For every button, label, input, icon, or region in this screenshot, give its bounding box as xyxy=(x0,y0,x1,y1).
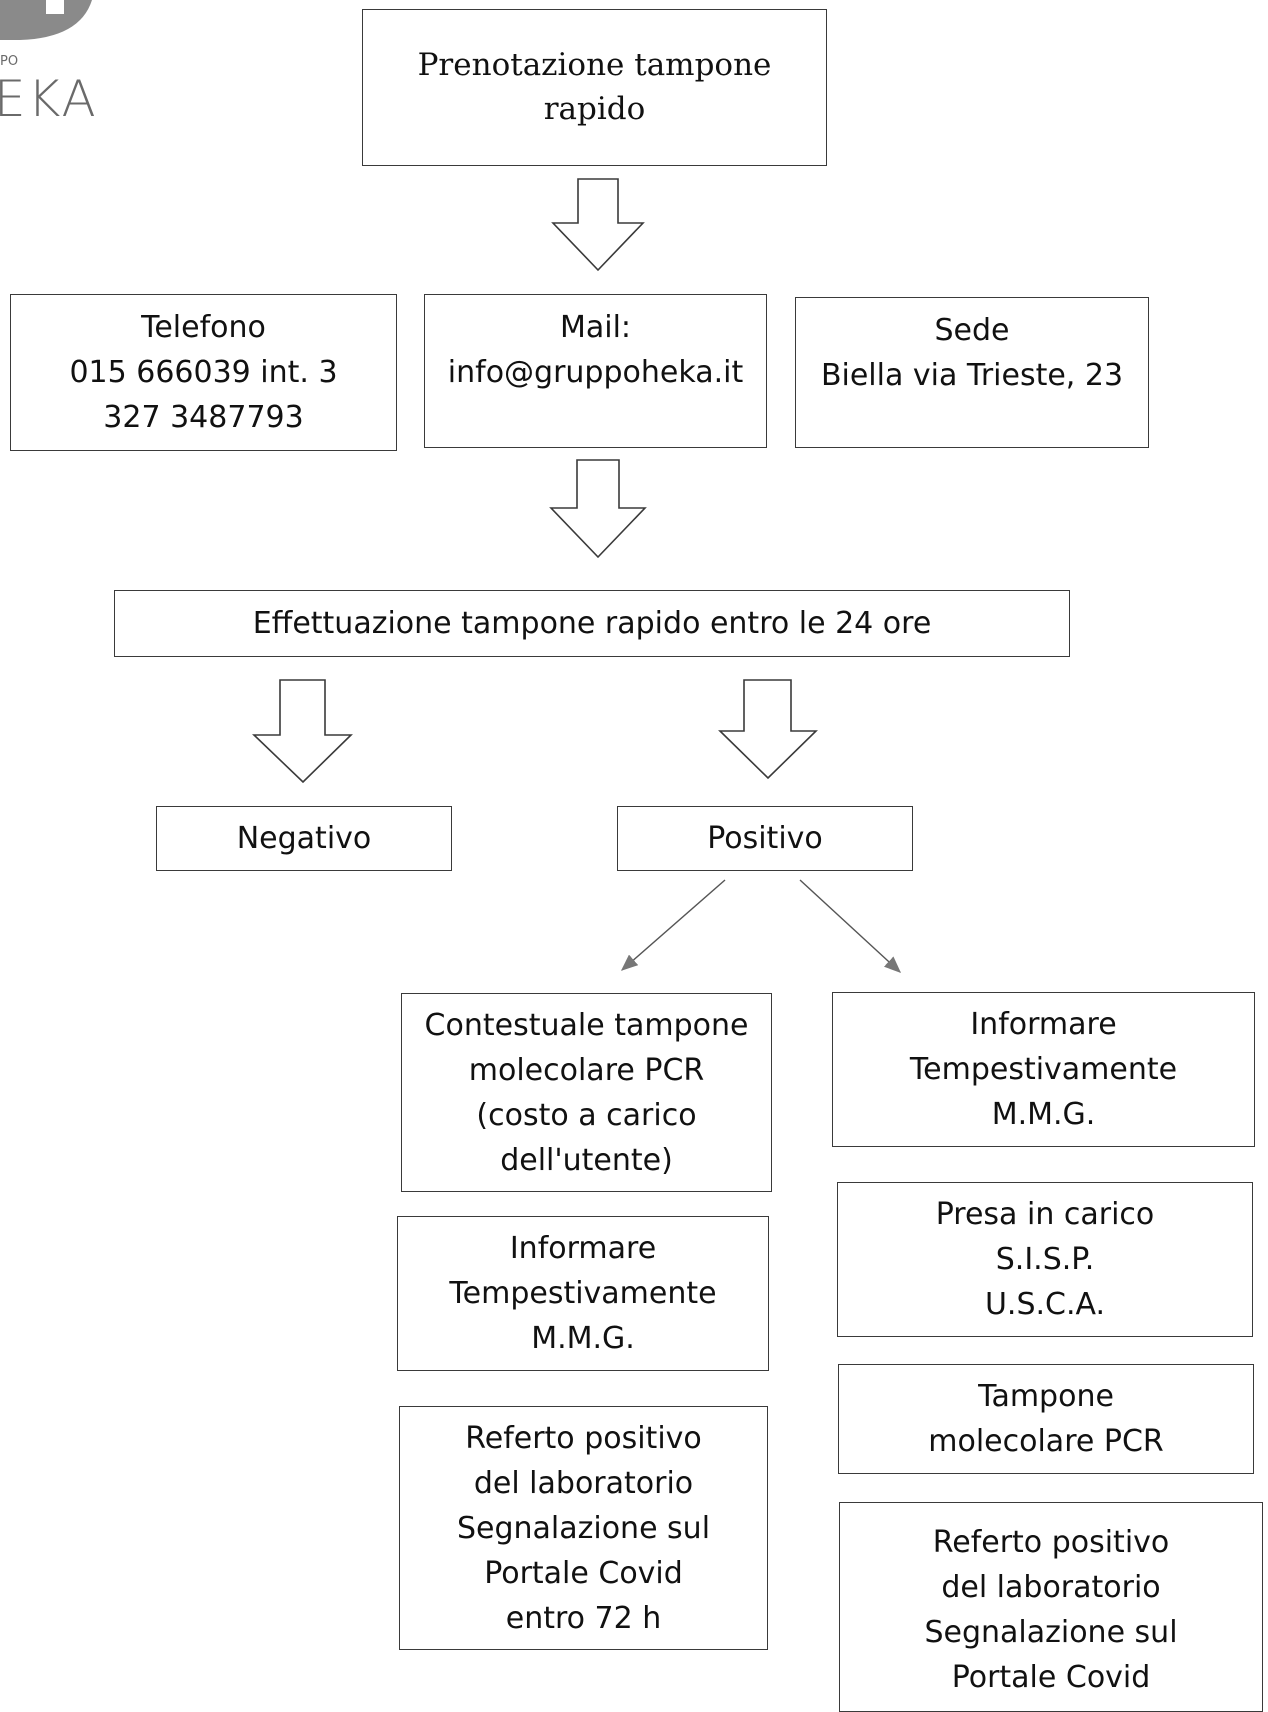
left-inform-gp-line: Tempestivamente xyxy=(449,1276,717,1311)
logo-wordmark: EKA xyxy=(0,70,98,128)
right-report-node: Referto positivo del laboratorio Segnala… xyxy=(839,1502,1263,1712)
left-inform-gp-line: M.M.G. xyxy=(531,1321,635,1356)
block-arrow-contacts-to-execution xyxy=(549,459,647,559)
left-report-line: Segnalazione sul xyxy=(456,1510,711,1546)
right-inform-gp-node: Informare Tempestivamente M.M.G. xyxy=(832,992,1255,1147)
negative-node: Negativo xyxy=(156,806,452,871)
office-line: Biella via Trieste, 23 xyxy=(820,358,1124,393)
mail-node: Mail: info@gruppoheka.it xyxy=(424,294,767,448)
right-report-line: Referto positivo xyxy=(932,1525,1170,1560)
taken-in-charge-line: Presa in carico xyxy=(935,1197,1155,1232)
office-node: Sede Biella via Trieste, 23 xyxy=(795,297,1149,448)
pcr-line: molecolare PCR xyxy=(928,1424,1164,1459)
taken-in-charge-line: U.S.C.A. xyxy=(984,1287,1106,1322)
mail-line: Mail: xyxy=(559,310,632,345)
block-arrow-booking-to-contacts xyxy=(551,178,645,272)
booking-node: Prenotazione tampone rapido xyxy=(362,9,827,166)
taken-in-charge-node: Presa in carico S.I.S.P. U.S.C.A. xyxy=(837,1182,1253,1337)
pcr-context-node: Contestuale tampone molecolare PCR (cost… xyxy=(401,993,772,1192)
block-arrow-to-positive xyxy=(718,679,818,780)
phone-line: 015 666039 int. 3 xyxy=(69,355,338,390)
left-report-line: Portale Covid xyxy=(484,1555,683,1591)
arrow-positive-to-right-branch xyxy=(799,879,902,973)
right-report-line: Portale Covid xyxy=(951,1660,1151,1695)
execution-node: Effettuazione tampone rapido entro le 24… xyxy=(114,590,1070,657)
phone-line: 327 3487793 xyxy=(103,400,304,435)
mail-line: info@gruppoheka.it xyxy=(447,355,744,390)
pcr-node: Tampone molecolare PCR xyxy=(838,1364,1254,1474)
right-report-line: del laboratorio xyxy=(941,1570,1161,1605)
right-inform-gp-line: M.M.G. xyxy=(991,1097,1096,1132)
positive-line: Positivo xyxy=(707,821,823,856)
logo-emblem-icon xyxy=(0,0,92,40)
pcr-context-line: molecolare PCR xyxy=(468,1052,705,1088)
block-arrow-to-negative xyxy=(252,679,353,784)
taken-in-charge-line: S.I.S.P. xyxy=(995,1242,1095,1277)
execution-line: Effettuazione tampone rapido entro le 24… xyxy=(252,606,932,641)
positive-node: Positivo xyxy=(617,806,913,871)
left-report-line: del laboratorio xyxy=(473,1465,694,1501)
logo-small-text: PO xyxy=(0,54,19,69)
booking-line: Prenotazione tampone xyxy=(417,47,772,83)
right-inform-gp-line: Informare xyxy=(970,1007,1117,1042)
pcr-line: Tampone xyxy=(978,1379,1114,1414)
phone-line: Telefono xyxy=(141,310,266,345)
left-report-line: Referto positivo xyxy=(465,1420,702,1456)
negative-line: Negativo xyxy=(236,821,372,856)
arrow-positive-to-left-branch xyxy=(620,879,726,971)
booking-line: rapido xyxy=(543,91,646,127)
phone-node: Telefono 015 666039 int. 3 327 3487793 xyxy=(10,294,397,451)
left-report-node: Referto positivo del laboratorio Segnala… xyxy=(399,1406,768,1650)
pcr-context-line: dell'utente) xyxy=(500,1142,673,1178)
right-report-line: Segnalazione sul xyxy=(924,1615,1178,1650)
company-logo: PO EKA xyxy=(0,0,100,130)
left-report-line: entro 72 h xyxy=(505,1600,662,1636)
pcr-context-line: (costo a carico xyxy=(476,1097,697,1133)
pcr-context-line: Contestuale tampone xyxy=(424,1007,749,1043)
left-inform-gp-node: Informare Tempestivamente M.M.G. xyxy=(397,1216,769,1371)
left-inform-gp-line: Informare xyxy=(509,1231,657,1266)
right-inform-gp-line: Tempestivamente xyxy=(909,1052,1178,1087)
office-line: Sede xyxy=(934,313,1010,348)
